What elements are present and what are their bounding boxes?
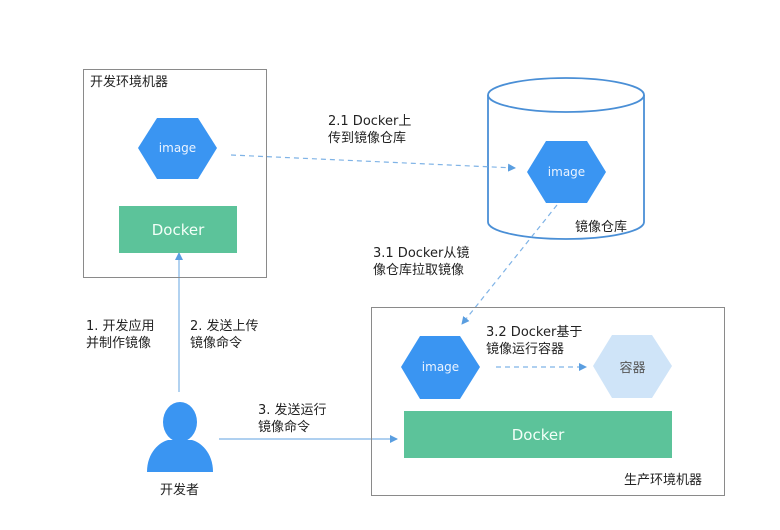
- dev-image-hexagon: [138, 118, 217, 179]
- prod-machine-title: 生产环境机器: [624, 473, 703, 488]
- dev-docker-label: Docker: [151, 220, 205, 239]
- dev-machine-box: [83, 69, 267, 278]
- registry-image-hexagon: [527, 141, 606, 203]
- step-3-1-label: 3.1 Docker从镜 像仓库拉取镜像: [373, 246, 470, 278]
- registry-cylinder: [487, 77, 645, 240]
- registry-image-label: image: [547, 165, 586, 179]
- dev-machine-title: 开发环境机器: [90, 75, 169, 90]
- prod-docker-label: Docker: [511, 425, 565, 444]
- prod-machine-box: [371, 307, 725, 496]
- container-label: 容器: [619, 360, 646, 376]
- prod-image-label: image: [421, 360, 460, 374]
- prod-docker-block: Docker: [404, 411, 672, 458]
- step-3-label: 3. 发送运行 镜像命令: [258, 403, 327, 435]
- arrow-2-1-upload: [230, 154, 516, 172]
- step-2-1-label: 2.1 Docker上 传到镜像仓库: [328, 114, 412, 146]
- step-3-2-label: 3.2 Docker基于 镜像运行容器: [486, 325, 583, 357]
- step-2-label: 2. 发送上传 镜像命令: [190, 319, 259, 351]
- registry-title: 镜像仓库: [575, 220, 628, 235]
- dev-image-label: image: [158, 141, 197, 155]
- container-hexagon: [593, 335, 672, 398]
- developer-icon: [147, 402, 213, 472]
- prod-image-hexagon: [401, 336, 480, 399]
- developer-label: 开发者: [160, 483, 200, 498]
- dev-docker-block: Docker: [119, 206, 237, 253]
- arrow-3-1-pull: [461, 204, 558, 325]
- step-1-label: 1. 开发应用 并制作镜像: [86, 319, 155, 351]
